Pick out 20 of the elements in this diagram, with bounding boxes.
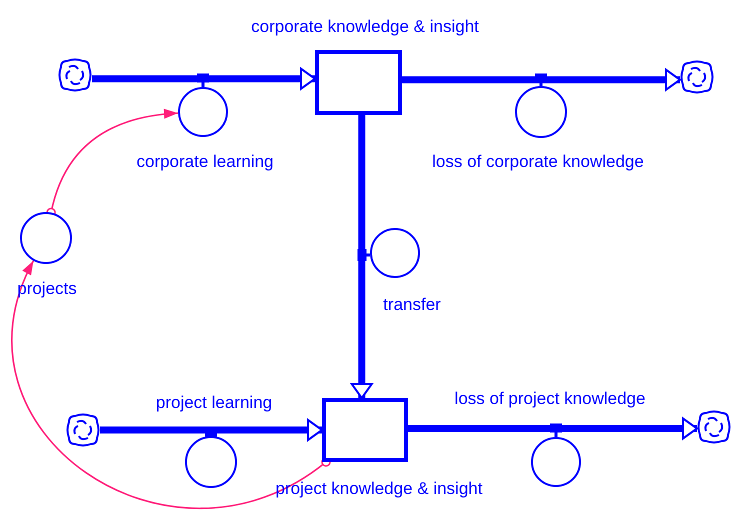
variable-label: transfer — [383, 295, 441, 315]
connector-arrow — [11, 260, 331, 510]
flow-pipe — [100, 419, 323, 441]
cloud-icon — [697, 410, 731, 444]
valve-stem — [358, 249, 370, 261]
variable-label: corporate learning — [136, 152, 274, 172]
flow-pipe — [350, 115, 373, 399]
cloud-icon — [680, 60, 714, 94]
variable-label: corporate knowledge & insight — [251, 17, 479, 37]
valve-stem — [197, 74, 209, 87]
variable-label: project learning — [156, 393, 272, 413]
flow-pipe — [92, 68, 316, 90]
cloud-icon — [66, 413, 100, 447]
variable-label: loss of corporate knowledge — [432, 152, 644, 172]
flow-pipe — [402, 68, 681, 91]
valve-stem — [550, 424, 562, 437]
valve-stem — [535, 74, 547, 86]
cloud-icon — [58, 58, 92, 92]
variable-label: loss of project knowledge — [454, 389, 646, 409]
flow-pipe — [408, 418, 698, 440]
